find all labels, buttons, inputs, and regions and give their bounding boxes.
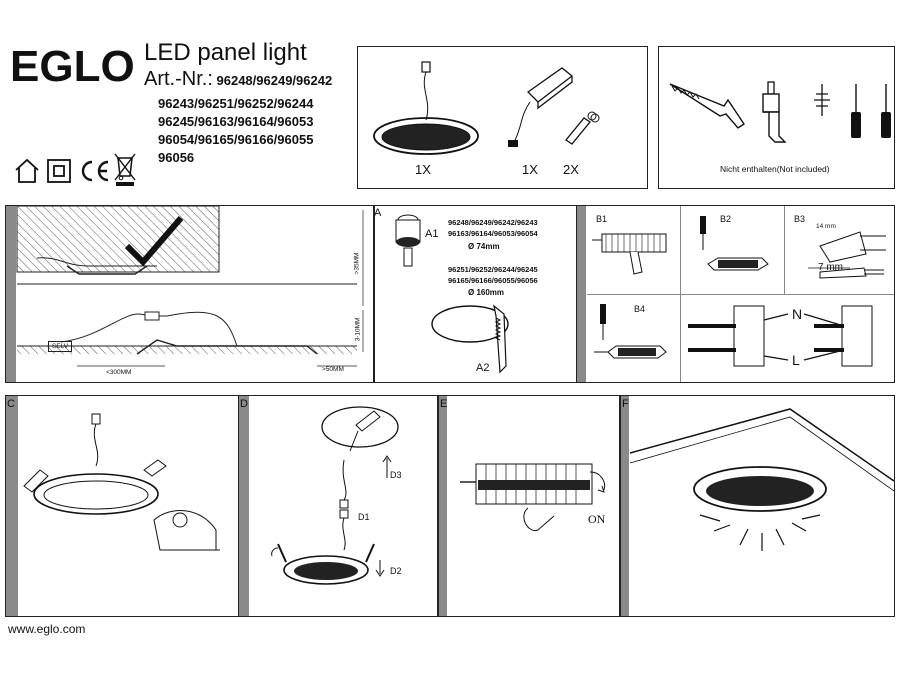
step-a1: A1 xyxy=(425,228,439,240)
panel-f-letter: F xyxy=(622,398,629,410)
article-line-5: 96056 xyxy=(158,150,195,165)
article-label: Art.-Nr.: xyxy=(144,68,213,90)
dim-wire-distance: <300MM xyxy=(106,369,132,376)
ce-mark-icon xyxy=(81,160,109,182)
spring-clips-illustration xyxy=(565,111,600,145)
step-a2: A2 xyxy=(476,362,490,374)
dim-depth: 3-10MM xyxy=(354,317,362,342)
step-d3: D3 xyxy=(390,470,402,480)
article-line-3: 96245/96163/96164/96053 xyxy=(158,114,314,129)
strip-length-7: 7 mm xyxy=(818,262,843,273)
saw-cut-hole-illustration xyxy=(431,304,509,374)
weee-bin-icon xyxy=(114,153,136,186)
ceiling-hole-d xyxy=(321,406,399,452)
spring-clip-mounting-c xyxy=(23,413,220,551)
models-small-1: 96248/96249/96242/96243 xyxy=(448,218,538,227)
screw-anchor-icon xyxy=(814,84,830,116)
qty-driver: 1X xyxy=(522,162,538,177)
panel-e-margin xyxy=(439,396,447,616)
step-d1: D1 xyxy=(358,512,370,522)
driver-screw-b4 xyxy=(594,304,667,359)
class-ii-icon xyxy=(47,159,71,183)
panel-a-letter: A xyxy=(374,207,382,219)
step-b2: B2 xyxy=(720,214,732,224)
article-line-4: 96054/96165/96166/96055 xyxy=(158,132,314,147)
wire-strip-b3 xyxy=(808,231,886,279)
panel-c-letter: C xyxy=(7,398,15,410)
screwdriver-flat-icon xyxy=(851,84,861,138)
dim-height: >35MM xyxy=(353,252,361,275)
hole-saw-illustration xyxy=(395,214,421,267)
strip-length-14: 14 mm xyxy=(816,223,836,230)
cut-large: Ø 160mm xyxy=(468,288,505,297)
panel-d-margin xyxy=(239,396,249,616)
selv-label: SELV xyxy=(48,341,73,352)
switch-on-label: ON xyxy=(588,512,606,526)
panel-f-margin xyxy=(621,396,629,616)
screwdriver-cross-icon xyxy=(881,84,891,138)
saw-icon xyxy=(669,83,745,129)
package-contents-box xyxy=(357,46,648,189)
step-d2: D2 xyxy=(390,566,402,576)
dim-edge-distance: >50MM xyxy=(322,366,344,373)
panel-b-margin xyxy=(577,206,586,382)
qty-panel: 1X xyxy=(415,162,431,177)
panel-d-letter: D xyxy=(240,398,248,410)
driver-screw-b2 xyxy=(700,216,769,271)
mains-connection-diagram xyxy=(688,305,873,367)
models-large-2: 96165/96166/96055/96056 xyxy=(448,276,538,285)
models-large-1: 96251/96252/96244/96245 xyxy=(448,265,538,274)
led-driver-illustration xyxy=(508,67,574,147)
drill-icon xyxy=(762,81,787,143)
b-divider-h xyxy=(587,294,894,295)
article-numbers: Art.-Nr.: 96248/96249/96242 xyxy=(144,68,333,90)
circuit-breaker-switch xyxy=(460,463,606,532)
product-title: LED panel light xyxy=(144,39,307,66)
house-icon xyxy=(15,158,39,183)
panel-e xyxy=(438,395,620,617)
article-line-1: 96248/96249/96242 xyxy=(216,73,333,88)
article-line-2: 96243/96251/96252/96244 xyxy=(158,96,314,111)
step-b1: B1 xyxy=(596,214,608,224)
step-b3: B3 xyxy=(794,214,806,224)
led-panel-illustration xyxy=(373,61,479,155)
qty-clips: 2X xyxy=(563,162,579,177)
models-small-2: 96163/96164/96053/96054 xyxy=(448,229,538,238)
overview-margin-strip xyxy=(6,206,16,382)
panel-c-margin xyxy=(6,396,18,616)
ceiling-cross-section xyxy=(16,205,364,367)
footer-url[interactable]: www.eglo.com xyxy=(8,622,86,636)
terminal-block-b1 xyxy=(592,233,667,275)
installed-light-illustration xyxy=(629,408,895,551)
tools-not-included: Nicht enthalten(Not included) xyxy=(720,164,830,174)
live-label: L xyxy=(792,352,800,368)
neutral-label: N xyxy=(792,306,803,322)
arrow-up-d3 xyxy=(382,455,392,478)
b-divider-v2 xyxy=(784,206,785,294)
panel-e-letter: E xyxy=(440,398,448,410)
cut-small: Ø 74mm xyxy=(468,242,500,251)
panel-insert-d2 xyxy=(271,543,385,585)
brand-logo: EGLO xyxy=(10,42,135,91)
connector-d1 xyxy=(339,459,349,551)
step-b4: B4 xyxy=(634,304,646,314)
